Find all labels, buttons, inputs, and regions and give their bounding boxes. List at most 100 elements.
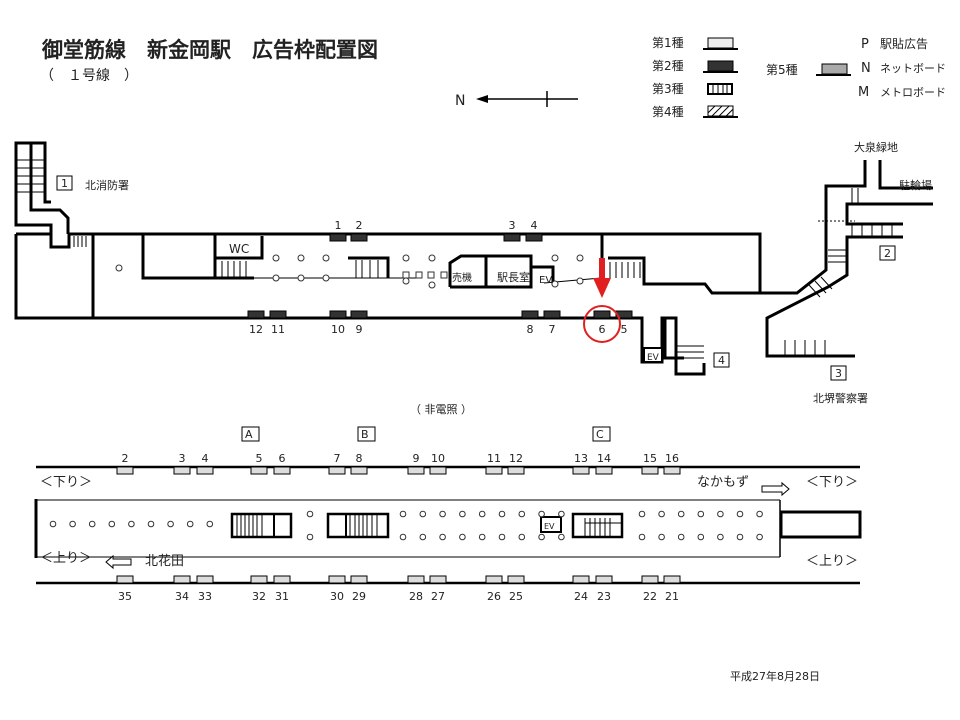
platform-ad-slot-label: 5	[256, 452, 263, 465]
platform-ad-slot[interactable]	[485, 466, 503, 475]
pillar	[399, 533, 407, 541]
platform-ad-slot[interactable]	[595, 575, 613, 584]
exit-1: 1 北消防署	[56, 175, 129, 192]
platform-ad-slot[interactable]	[196, 466, 214, 475]
platform-ad-slot-label: 32	[252, 590, 266, 603]
concourse-ad-slot[interactable]	[593, 310, 611, 319]
platform-ad-slot[interactable]	[641, 575, 659, 584]
pillar	[736, 533, 744, 541]
station-office-label: 駅長室	[497, 270, 530, 284]
legend-type-3: 第3種	[652, 82, 684, 96]
stairs	[16, 159, 893, 359]
escalator-b	[326, 512, 390, 539]
platform-ad-slot[interactable]	[407, 466, 425, 475]
platform-ad-slot[interactable]	[250, 466, 268, 475]
svg-text:2: 2	[884, 247, 891, 260]
highlight-marker	[583, 258, 621, 343]
concourse-ad-slot[interactable]	[329, 233, 347, 242]
svg-text:M: M	[858, 85, 869, 100]
platform-ad-slot-label: 33	[198, 590, 212, 603]
pillar	[306, 510, 314, 518]
pillar	[128, 520, 135, 528]
platform-ad-slot[interactable]	[663, 575, 681, 584]
platform-ad-slot[interactable]	[485, 575, 503, 584]
concourse-ad-slot[interactable]	[525, 233, 543, 242]
concourse-ad-slot[interactable]	[247, 310, 265, 319]
pillar	[459, 510, 466, 518]
platform-ad-slot[interactable]	[429, 466, 447, 475]
legend-code-p: 駅貼広告	[880, 36, 928, 51]
concourse-ad-slot[interactable]	[269, 310, 287, 319]
legend-type-2: 第2種	[652, 59, 684, 73]
pillar	[49, 520, 57, 528]
svg-text:北消防署: 北消防署	[85, 178, 129, 192]
platform-ad-slot[interactable]	[196, 575, 214, 584]
concourse-ad-slot[interactable]	[503, 233, 521, 242]
platform-ad-slot[interactable]	[663, 466, 681, 475]
concourse-ad-slot[interactable]	[521, 310, 539, 319]
platform-ad-slot[interactable]	[250, 575, 268, 584]
platform-ad-slot[interactable]	[350, 575, 368, 584]
platform-ad-slot[interactable]	[572, 466, 590, 475]
platform-ad-slot[interactable]	[116, 466, 134, 475]
svg-text:4: 4	[718, 354, 725, 367]
platform-ad-slot-label: 7	[334, 452, 341, 465]
down-destination: なかもず	[697, 475, 749, 490]
platform-ad-slot[interactable]	[116, 575, 134, 584]
platform-ad-slot[interactable]	[507, 466, 525, 475]
platform-ad-slot-label: 29	[352, 590, 366, 603]
section-c: C	[592, 426, 611, 442]
pillar	[658, 510, 665, 518]
left-arrow-icon	[105, 554, 132, 570]
platform-ad-slot[interactable]	[507, 575, 525, 584]
pillar	[677, 533, 685, 541]
platform-ad-slot-label: 25	[509, 590, 523, 603]
concourse-ad-slot[interactable]	[350, 233, 368, 242]
pillar	[108, 520, 116, 528]
platform-ad-slot[interactable]	[173, 466, 191, 475]
svg-text:北堺警察署: 北堺警察署	[813, 391, 868, 405]
concourse-ad-slot[interactable]	[615, 310, 633, 319]
pillar	[186, 520, 194, 528]
svg-text:1: 1	[61, 177, 68, 190]
concourse-ad-slot[interactable]	[329, 310, 347, 319]
concourse-walls	[14, 141, 933, 376]
pillar	[658, 533, 665, 541]
platform-ad-slot[interactable]	[595, 466, 613, 475]
pillar	[638, 510, 646, 518]
concourse-ad-slot[interactable]	[350, 310, 368, 319]
platform-ad-slot-label: 9	[413, 452, 420, 465]
platform-ad-slot[interactable]	[273, 575, 291, 584]
pillar	[206, 520, 214, 528]
escalator-a	[230, 512, 293, 539]
platform-ad-slot-label: 13	[574, 452, 588, 465]
platform-ad-slot[interactable]	[328, 466, 346, 475]
platform-ad-slot-label: 8	[356, 452, 363, 465]
pillar	[717, 510, 724, 518]
platform-ad-slot[interactable]	[641, 466, 659, 475]
concourse-ad-slot-label: 10	[331, 323, 345, 336]
platform-ad-slot[interactable]	[350, 466, 368, 475]
platform-ad-slot-label: 16	[665, 452, 679, 465]
legend-code-m: メトロボード	[880, 86, 946, 99]
right-arrow-icon	[761, 481, 790, 497]
section-b: B	[357, 426, 376, 442]
exit-4: 4	[713, 352, 730, 368]
platform-ad-slot[interactable]	[429, 575, 447, 584]
pillar	[419, 533, 427, 541]
platform-ad-slot[interactable]	[572, 575, 590, 584]
pillar	[69, 520, 76, 528]
pillar	[677, 510, 685, 518]
concourse-ad-slot[interactable]	[543, 310, 561, 319]
platform-note: （ 非電照 ）	[410, 403, 472, 416]
platform-ad-slot-label: 12	[509, 452, 523, 465]
platform-elevator-label: EV	[544, 522, 555, 531]
pillar	[147, 520, 155, 528]
svg-text:A: A	[245, 428, 253, 441]
platform-ad-slot[interactable]	[173, 575, 191, 584]
platform-ad-slot[interactable]	[407, 575, 425, 584]
platform-ad-slot[interactable]	[328, 575, 346, 584]
pillar	[518, 533, 526, 541]
platform-ad-slot[interactable]	[273, 466, 291, 475]
